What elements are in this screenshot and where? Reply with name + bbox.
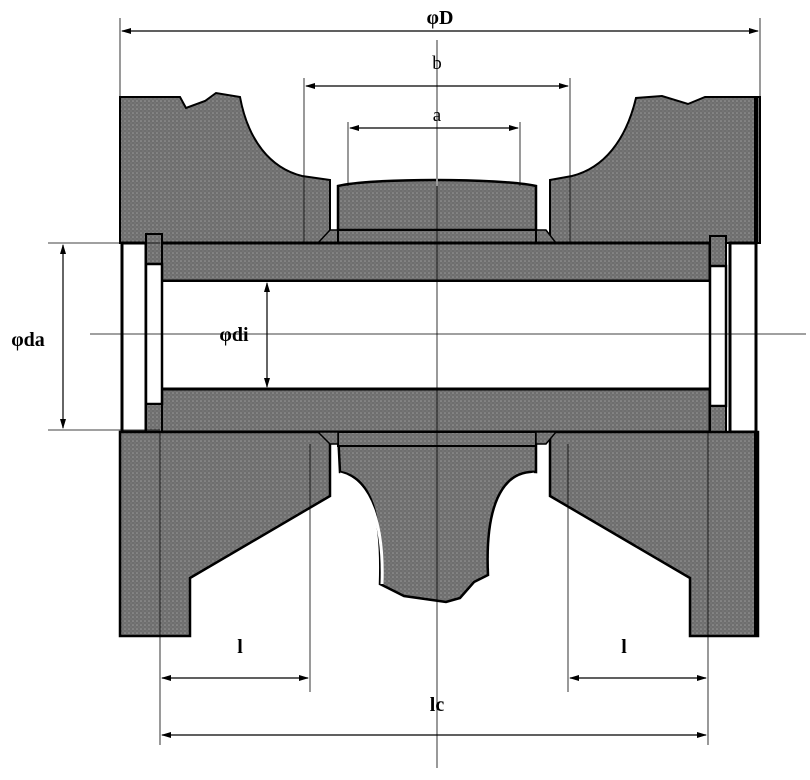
label-total-length: lc bbox=[430, 694, 445, 716]
shaft-bore bbox=[159, 280, 711, 390]
shaft-upper-wall bbox=[158, 241, 712, 283]
left-end-cap bbox=[120, 241, 148, 434]
lower-left-flange bbox=[118, 430, 332, 638]
label-outer-diameter-a: φda bbox=[11, 329, 45, 351]
upper-left-shell bbox=[119, 91, 331, 244]
lower-right-flange bbox=[548, 430, 760, 638]
label-width-a: a bbox=[433, 105, 442, 126]
label-width-b: b bbox=[432, 53, 442, 74]
label-length-right: l bbox=[621, 636, 627, 658]
label-length-left: l bbox=[237, 636, 243, 658]
label-outer-diameter: φD bbox=[427, 7, 454, 29]
shaft-lower-wall bbox=[158, 387, 712, 434]
upper-right-shell bbox=[549, 94, 761, 244]
right-end-cap bbox=[728, 241, 758, 434]
label-inner-diameter: φdi bbox=[219, 324, 249, 346]
